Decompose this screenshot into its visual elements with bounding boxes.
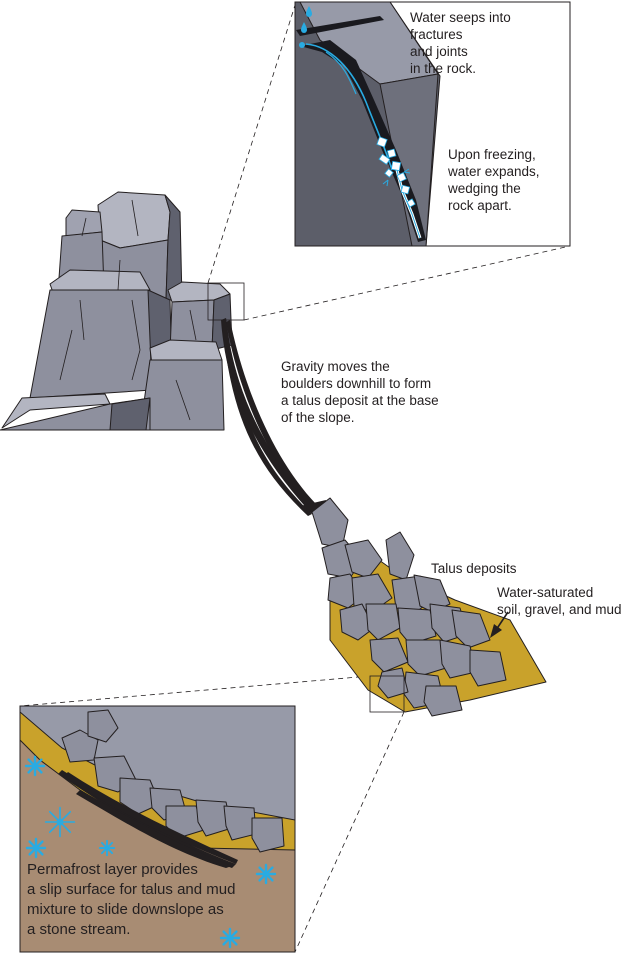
fracture-inset [295,2,570,246]
deposit-marker-box [369,675,405,713]
label-permafrost: Permafrost layer provides a slip surface… [27,861,236,938]
label-water-seeps: Water seeps into fractures and joints in… [410,10,511,76]
talus-deposit [311,497,547,717]
label-gravity: Gravity moves the boulders downhill to f… [281,359,439,425]
water-drop-icon [299,6,312,48]
label-water-saturated: Water-saturated soil, gravel, and mud [497,585,622,617]
permafrost-inset-frame [19,705,296,953]
ice-crystal-icon [376,136,416,208]
label-upon-freezing: Upon freezing, water expands, wedging th… [448,147,540,213]
leader-lines [19,1,571,953]
rock-outcrop [0,191,233,431]
fracture-inset-frame [294,1,571,247]
arrow-icon [490,611,509,638]
permafrost-inset [20,706,295,952]
label-talus-deposits: Talus deposits [431,561,517,576]
snowflake-icon [44,806,76,838]
